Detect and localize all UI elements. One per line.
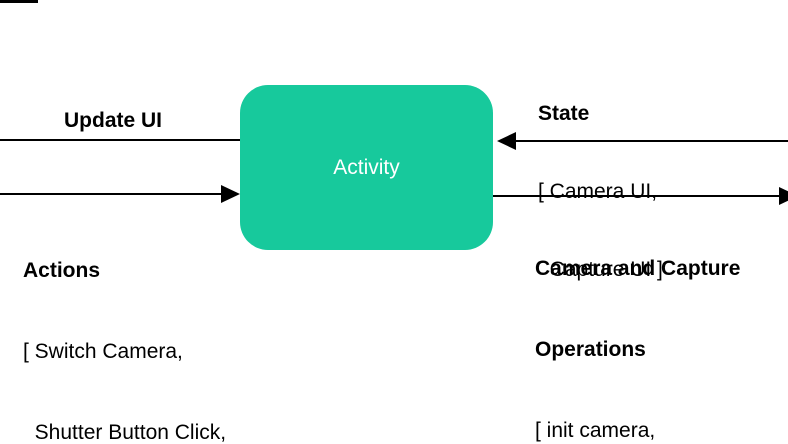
actions-label-block: Actions [ Switch Camera, Shutter Button … xyxy=(23,203,277,444)
operations-label-block: Camera and Capture Operations [ init cam… xyxy=(535,201,740,444)
actions-arrowhead-icon xyxy=(221,185,240,203)
actions-title: Actions xyxy=(23,259,101,282)
state-arrow-line xyxy=(516,140,788,142)
update-ui-arrow-line xyxy=(0,139,240,141)
operations-list-line: [ init camera, xyxy=(535,419,656,442)
actions-list-line: Shutter Button Click, xyxy=(23,421,227,444)
state-list-line: Capture UI ] xyxy=(538,258,663,281)
operations-arrow-line xyxy=(493,195,788,197)
operations-title: Operations xyxy=(535,338,646,361)
actions-arrow-line xyxy=(0,193,224,195)
state-arrowhead-icon xyxy=(497,132,516,150)
operations-arrowhead-icon xyxy=(779,187,788,205)
state-list-line: [ Camera UI, xyxy=(538,180,658,203)
update-ui-label: Update UI xyxy=(64,109,163,132)
cropped-line-artifact xyxy=(0,0,38,3)
operations-title: Camera and Capture xyxy=(535,257,741,280)
activity-box-label: Activity xyxy=(333,155,400,179)
state-label-block: State [ Camera UI, Capture UI ] xyxy=(538,49,663,335)
actions-list-line: [ Switch Camera, xyxy=(23,340,183,363)
activity-box: Activity xyxy=(240,85,493,250)
state-title: State xyxy=(538,102,590,125)
